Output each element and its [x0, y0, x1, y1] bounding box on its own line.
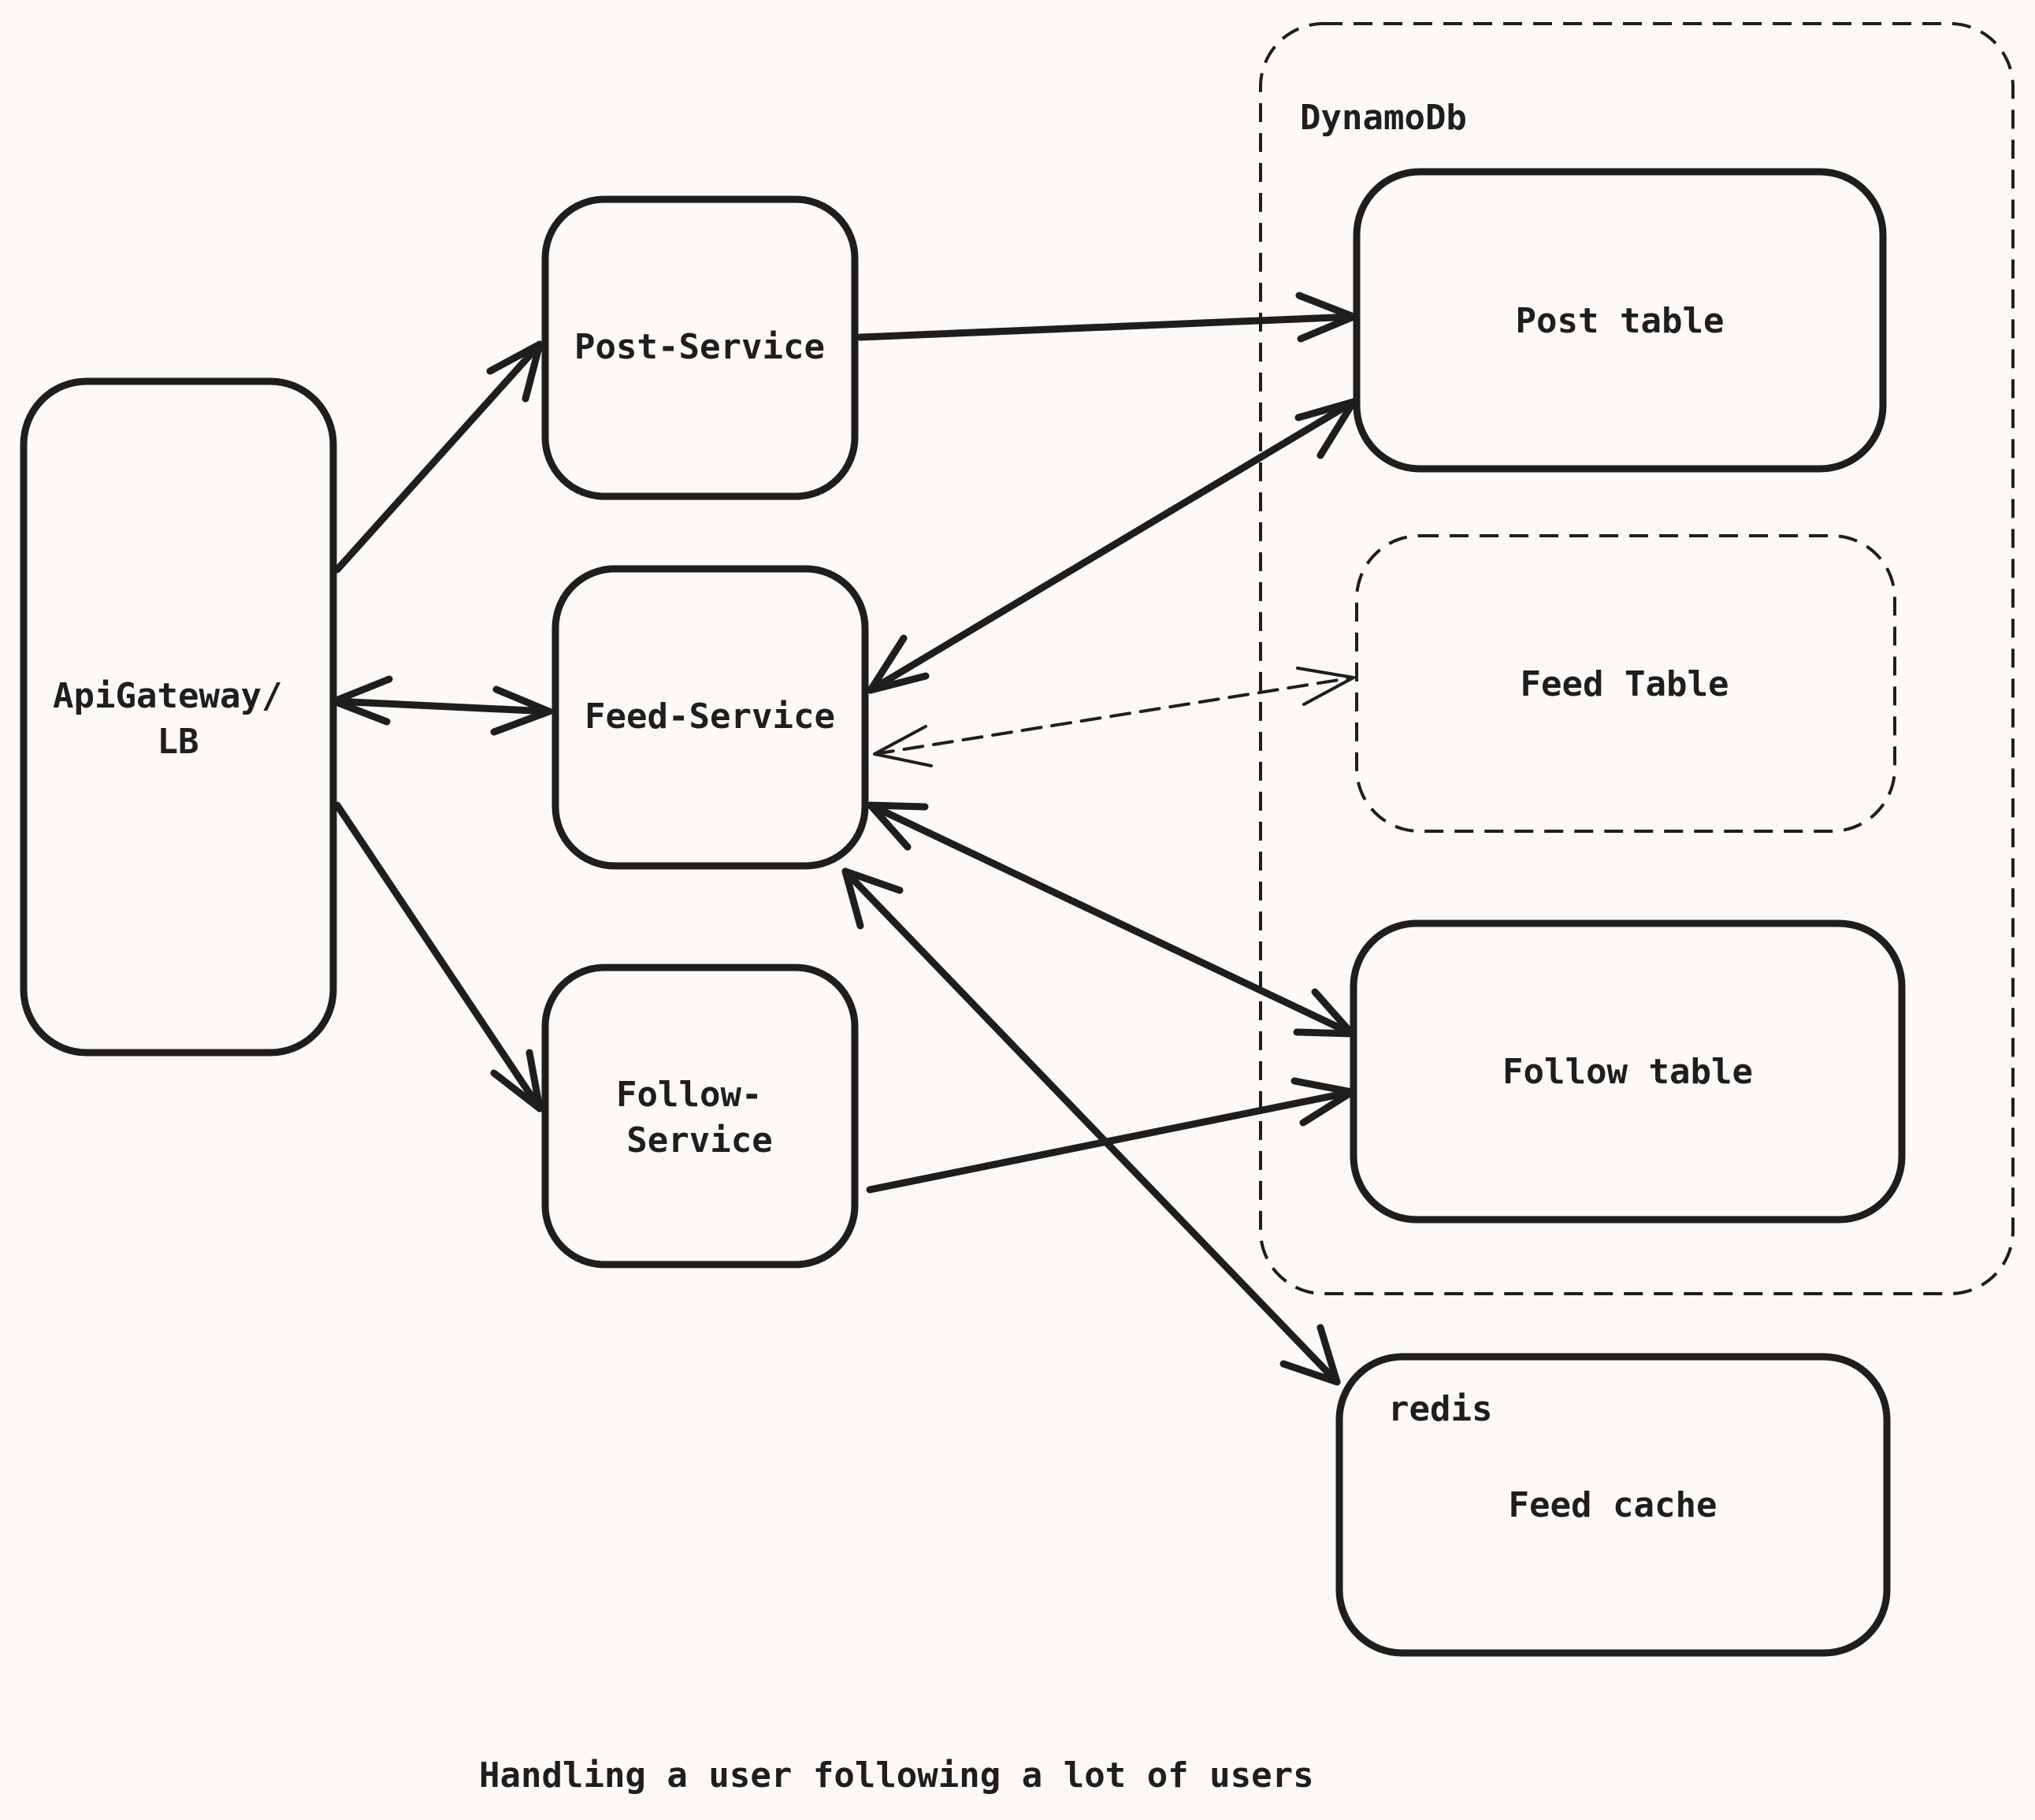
edge-api-to-post-service: [333, 340, 544, 574]
node-feed-cache: redis Feed cache: [1335, 1353, 1891, 1657]
svg-text:ApiGateway/ LB: ApiGateway/ LB: [53, 676, 303, 762]
edges: [330, 292, 1357, 1386]
dynamodb-group-label: DynamoDb: [1300, 98, 1467, 138]
svg-text:Follow- Service: Follow- Service: [616, 1075, 783, 1161]
edge-feed-service-to-follow-table: [867, 801, 1356, 1038]
node-post-table: Post table: [1353, 168, 1887, 473]
node-post-service: Post-Service: [541, 195, 859, 500]
feed-service-label: Feed-Service: [585, 696, 835, 737]
edge-follow-service-to-follow-table: [866, 1077, 1356, 1194]
redis-label: redis: [1388, 1389, 1492, 1429]
svg-text:Follow table: Follow table: [1502, 1052, 1753, 1092]
api-gateway-label-line-2: LB: [158, 722, 199, 762]
node-follow-service: Follow- Service: [541, 964, 859, 1268]
api-gateway-label-line-1: ApiGateway/: [53, 676, 282, 716]
node-follow-table: Follow table: [1350, 919, 1906, 1224]
follow-service-label-line-1: Follow-: [616, 1075, 762, 1115]
edge-post-service-to-post-table: [856, 292, 1357, 343]
svg-text:Feed cache: Feed cache: [1509, 1485, 1717, 1525]
node-api-gateway: ApiGateway/ LB: [20, 377, 337, 1057]
post-table-label: Post table: [1516, 301, 1725, 341]
node-feed-table: Feed Table: [1355, 534, 1896, 833]
svg-text:Feed Table: Feed Table: [1521, 664, 1729, 704]
svg-text:Post table: Post table: [1516, 301, 1725, 341]
edge-feed-service-to-feed-table: [873, 667, 1355, 767]
edge-api-to-follow-service: [333, 801, 544, 1112]
diagram-caption: Handling a user following a lot of users: [479, 1755, 1314, 1796]
follow-table-label: Follow table: [1502, 1052, 1753, 1092]
svg-text:Post-Service: Post-Service: [574, 327, 825, 367]
edge-feed-service-to-feed-cache: [841, 867, 1341, 1386]
node-feed-service: Feed-Service: [551, 565, 869, 870]
svg-text:Feed-Service: Feed-Service: [585, 696, 835, 737]
edge-feed-service-to-post-table: [867, 398, 1357, 694]
feed-table-label: Feed Table: [1521, 664, 1729, 704]
feed-cache-label: Feed cache: [1509, 1485, 1717, 1525]
follow-service-label-line-2: Service: [626, 1120, 772, 1161]
dynamodb-group: DynamoDb: [1259, 22, 2015, 1295]
edge-api-to-feed-service: [330, 675, 553, 736]
dynamodb-group-border: [1259, 22, 2015, 1295]
post-service-label: Post-Service: [574, 327, 825, 367]
